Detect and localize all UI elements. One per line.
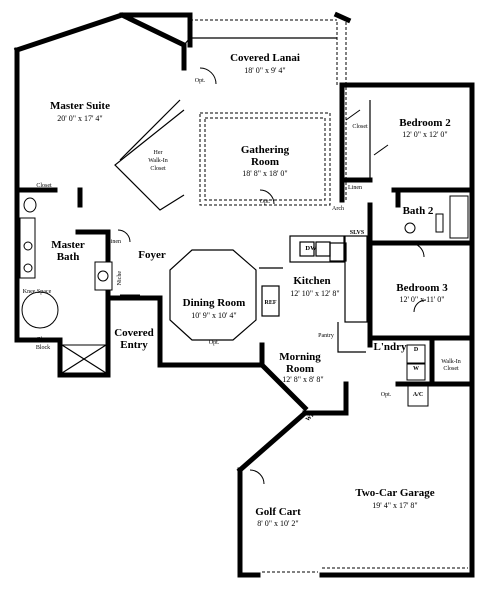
master-suite-dimensions: 20' 0" x 17' 4"	[57, 114, 103, 123]
dining-room-dimensions: 10' 9" x 10' 4"	[191, 311, 237, 320]
bath2-title: Bath 2	[402, 205, 434, 217]
exterior-walls	[13, 11, 475, 578]
arch-label: Arch	[332, 206, 344, 212]
sliders-label: SLVS	[349, 230, 365, 236]
dining-room-title: Dining Room	[182, 297, 246, 309]
glass-block-line2: Block	[35, 345, 51, 351]
glass-block-line1: Glass	[36, 337, 50, 343]
golf-cart-dimensions: 8' 0" x 10' 2"	[257, 519, 299, 528]
two-car-garage-dimensions: 19' 4" x 17' 8"	[372, 501, 418, 510]
lanai-opt-label: Opt.	[194, 78, 206, 84]
walkin-closet-line2: Closet	[443, 366, 459, 372]
dryer-label: D	[413, 347, 419, 353]
refrigerator-label: REF	[264, 300, 277, 306]
gathering-room-title-line1: Gathering	[240, 144, 290, 156]
bedroom2-title: Bedroom 2	[399, 117, 451, 129]
morning-room-dimensions: 12' 8" x 8' 8"	[282, 375, 324, 384]
kitchen-title: Kitchen	[293, 275, 331, 287]
linen-label-right: Linen	[348, 185, 362, 191]
her-walkin-line3: Closet	[150, 166, 166, 172]
niche-label: Niche	[116, 270, 123, 286]
linen-label-left: Linen	[107, 239, 121, 245]
her-walkin-line1: Her	[153, 150, 163, 156]
master-suite-title: Master Suite	[50, 100, 110, 112]
gathering-opt-label: Opt.	[259, 199, 271, 205]
morning-room-title-line1: Morning	[279, 351, 321, 363]
covered-lanai-title: Covered Lanai	[230, 52, 300, 64]
gathering-room-title-line2: Room	[250, 156, 280, 168]
covered-lanai-dimensions: 18' 0" x 9' 4"	[244, 66, 286, 75]
dining-opt-label: Opt.	[208, 340, 220, 346]
laundry-title: L'ndry	[373, 341, 407, 353]
master-bath-title-line2: Bath	[56, 251, 80, 263]
foyer-title: Foyer	[138, 249, 166, 261]
covered-entry-title-line1: Covered	[114, 327, 154, 339]
covered-entry-title-line2: Entry	[120, 339, 148, 351]
bedroom3-title: Bedroom 3	[396, 282, 448, 294]
master-bath-title-line1: Master	[51, 239, 85, 251]
bedroom2-dimensions: 12' 0" x 12' 0"	[402, 130, 448, 139]
her-walkin-line2: Walk-In	[148, 158, 168, 164]
golf-cart-title: Golf Cart	[255, 506, 301, 518]
morning-room-title-line2: Room	[285, 363, 315, 375]
master-closet-label: Closet	[36, 183, 52, 189]
pantry-label: Pantry	[318, 333, 334, 339]
dishwasher-label: DW	[305, 245, 317, 252]
bedroom2-closet-label: Closet	[352, 124, 368, 130]
ac-label: A/C	[412, 392, 424, 398]
knee-space-label: Knee Space	[22, 289, 52, 295]
kitchen-dimensions: 12' 10" x 12' 8"	[290, 289, 340, 298]
bedroom3-dimensions: 12' 0" x 11' 0"	[399, 295, 445, 304]
walkin-closet-line1: Walk-In	[441, 359, 461, 365]
gathering-room-dimensions: 18' 8" x 18' 0"	[242, 169, 288, 178]
laundry-opt-label: Opt.	[380, 392, 392, 398]
washer-label: W	[413, 366, 419, 372]
two-car-garage-title: Two-Car Garage	[355, 487, 435, 499]
